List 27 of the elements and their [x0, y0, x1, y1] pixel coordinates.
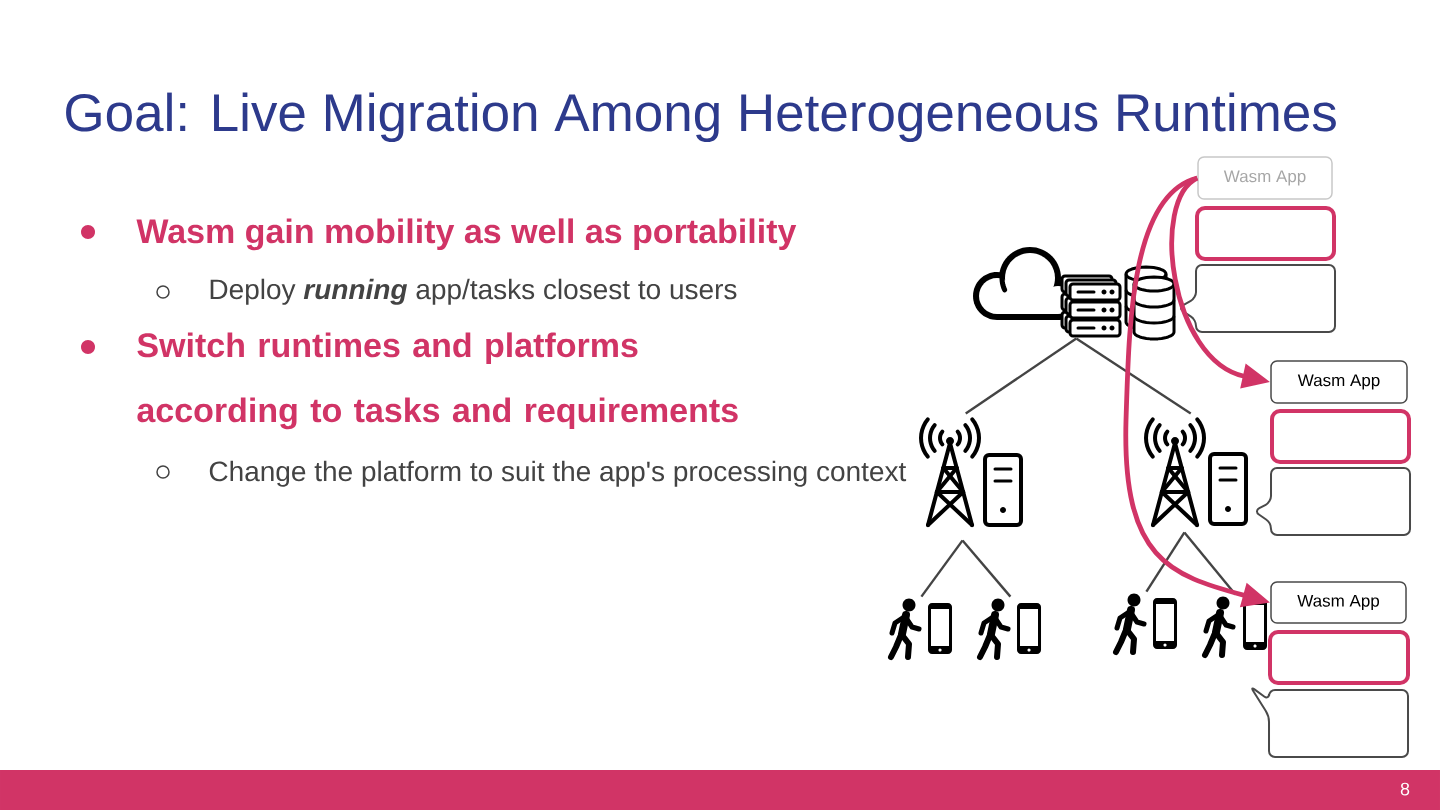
page-number: 8	[1400, 782, 1410, 796]
speech-bubble	[1256, 467, 1411, 536]
connector-line	[920, 539, 964, 598]
bullet-heading: Wasm gain mobility as well as portability	[136, 218, 797, 251]
connector-line	[1075, 337, 1192, 415]
walking-person-icon	[1113, 593, 1147, 655]
connector-line	[1145, 531, 1186, 593]
app-box: Wasm App	[1197, 156, 1333, 200]
walking-person-icon	[1202, 596, 1236, 658]
server-rack-icon	[1060, 274, 1122, 338]
app-box: Wasm App	[1270, 581, 1407, 624]
bullet-heading: Switch runtimes and platforms according to tasks and requirements	[137, 332, 738, 430]
connector-line	[961, 539, 1012, 598]
bullet-text: Deploy running app/tasks closest to users	[210, 278, 737, 305]
app-box: Wasm App	[1270, 360, 1408, 404]
empty-box	[1268, 630, 1410, 685]
slide-title: Goal: Live Migration Among Heterogeneous Runtimes	[66, 92, 1336, 142]
speech-bubble	[1251, 687, 1409, 758]
walking-person-icon	[977, 598, 1011, 660]
empty-box	[1195, 206, 1336, 261]
empty-box	[1270, 409, 1411, 464]
bullet-text: Change the platform to suit the app's processing context	[209, 460, 907, 487]
radio-tower-icon	[1144, 417, 1206, 527]
walking-person-icon	[888, 598, 922, 660]
connector-line	[965, 337, 1077, 415]
speech-bubble	[1180, 264, 1336, 333]
radio-tower-icon	[919, 417, 981, 527]
